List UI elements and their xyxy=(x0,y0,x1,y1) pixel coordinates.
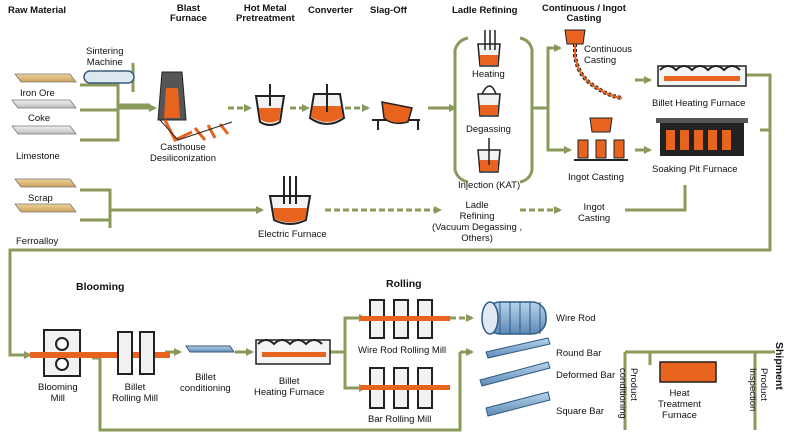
label-continuous-casting-text: Continuous Casting xyxy=(584,44,633,66)
label-sintering-machine: Sintering Machine xyxy=(86,46,124,68)
billet-heating-furnace-top-graphic xyxy=(657,65,747,87)
label-blooming-mill: Blooming Mill xyxy=(38,382,78,404)
ladle-refining-graphics xyxy=(477,30,501,173)
sintering-machine-graphic xyxy=(83,70,135,84)
label-degassing: Degassing xyxy=(466,124,511,135)
label-soaking-pit-furnace: Soaking Pit Furnace xyxy=(652,164,738,175)
label-heat-treatment: Heat Treatment Furnace xyxy=(658,388,701,421)
label-continuous-casting: Continuous Casting xyxy=(584,44,632,66)
label-scrap: Scrap xyxy=(28,193,53,204)
label-wire-rod: Wire Rod xyxy=(556,313,596,324)
header-converter: Converter xyxy=(308,5,353,16)
label-electric-furnace: Electric Furnace xyxy=(258,229,327,240)
label-billet-heating-furnace-top: Billet Heating Furnace xyxy=(652,98,746,109)
label-product-inspection: Product Inspection xyxy=(747,368,769,411)
label-ingot-casting-mid-text: Ingot Casting xyxy=(578,202,611,224)
label-ferroalloy: Ferroalloy xyxy=(16,236,59,247)
label-deformed-bar: Deformed Bar xyxy=(556,370,616,381)
label-billet-conditioning-text: Billet conditioning xyxy=(180,372,231,394)
header-shipment: Shipment xyxy=(773,342,785,390)
header-slag-off: Slag-Off xyxy=(370,5,407,16)
label-coke: Coke xyxy=(28,113,51,124)
header-blast-furnace-text: Blast Furnace xyxy=(170,3,207,24)
label-bar-rolling-mill: Bar Rolling Mill xyxy=(368,414,432,425)
slag-off-graphic xyxy=(372,101,420,130)
label-ingot-casting-top: Ingot Casting xyxy=(568,172,624,183)
label-limestone: Limestone xyxy=(16,151,60,162)
label-ingot-casting-mid: Ingot Casting xyxy=(578,202,610,224)
label-wire-rod-rolling-mill: Wire Rod Rolling Mill xyxy=(358,345,447,356)
header-blooming: Blooming xyxy=(76,281,125,293)
label-casthouse-text: Casthouse Desiliconization xyxy=(150,142,217,164)
blast-furnace-graphic xyxy=(157,71,233,142)
label-product-inspection-text: Product Inspection xyxy=(747,368,769,412)
label-round-bar: Round Bar xyxy=(556,348,602,359)
bar-products-graphic xyxy=(479,337,551,417)
label-blooming-mill-text: Blooming Mill xyxy=(38,382,78,404)
bar-rolling-mill-graphic xyxy=(360,367,450,409)
label-square-bar: Square Bar xyxy=(556,406,605,417)
header-raw-material: Raw Material xyxy=(8,5,67,16)
ingot-casting-graphic xyxy=(574,117,628,161)
label-injection: Injection (KAT) xyxy=(458,180,521,191)
label-billet-heating-furnace-low-text: Billet Heating Furnace xyxy=(254,376,325,398)
billet-rolling-mill-graphic xyxy=(117,331,155,375)
wire-rod-coil-graphic xyxy=(481,301,547,335)
soaking-pit-furnace-graphic xyxy=(656,118,748,156)
wire-rod-rolling-mill-graphic xyxy=(360,299,450,339)
label-sintering-machine-text: Sintering Machine xyxy=(86,46,124,68)
blooming-mill-graphic xyxy=(30,329,170,377)
label-heat-treatment-text: Heat Treatment Furnace xyxy=(658,388,701,421)
label-casthouse: Casthouse Desiliconization xyxy=(150,142,216,164)
billet-heating-furnace-low-graphic xyxy=(255,339,331,365)
header-rolling: Rolling xyxy=(386,278,422,290)
header-blast-furnace: Blast Furnace xyxy=(170,4,207,24)
header-hot-metal-text: Hot Metal Pretreatment xyxy=(236,3,295,24)
header-continuous-ingot-text: Continuous / Ingot Casting xyxy=(542,3,626,24)
header-continuous-ingot: Continuous / Ingot Casting xyxy=(542,4,626,24)
label-billet-rolling-mill-text: Billet Rolling Mill xyxy=(112,382,158,404)
heat-treatment-furnace-graphic xyxy=(659,361,717,383)
label-iron-ore: Iron Ore xyxy=(20,88,55,99)
label-heating: Heating xyxy=(472,69,505,80)
label-product-conditioning-text: Product conditioning xyxy=(617,368,639,419)
electric-furnace-graphic xyxy=(268,176,312,225)
hot-metal-pretreatment-graphic xyxy=(254,84,286,126)
converter-graphic xyxy=(308,84,346,125)
label-billet-conditioning: Billet conditioning xyxy=(180,372,231,394)
header-ladle-refining: Ladle Refining xyxy=(452,5,518,16)
label-product-conditioning: Product conditioning xyxy=(617,368,639,419)
billet-conditioning-graphic xyxy=(185,345,235,353)
label-billet-heating-furnace-low: Billet Heating Furnace xyxy=(254,376,324,398)
label-ladle-refining-vacuum-text: Ladle Refining (Vacuum Degassing , Other… xyxy=(432,200,523,244)
raw-material-bars xyxy=(11,73,77,213)
continuous-casting-graphic xyxy=(564,29,623,100)
label-ladle-refining-vacuum: Ladle Refining (Vacuum Degassing , Other… xyxy=(432,200,522,244)
header-hot-metal: Hot Metal Pretreatment xyxy=(236,4,295,24)
label-billet-rolling-mill: Billet Rolling Mill xyxy=(112,382,158,404)
